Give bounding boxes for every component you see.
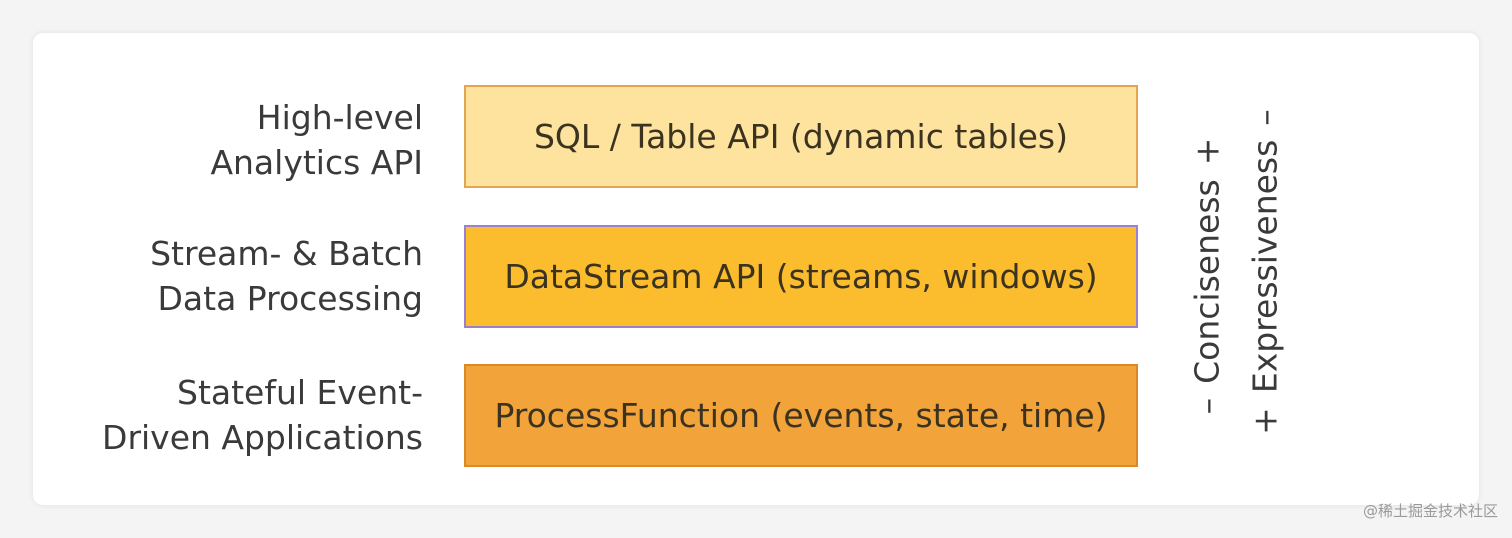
layer-label-stateful: Stateful Event- Driven Applications xyxy=(23,370,423,460)
layer-box-datastream-api: DataStream API (streams, windows) xyxy=(464,225,1138,328)
layer-label-line: High-level xyxy=(256,98,423,137)
layer-box-processfunction: ProcessFunction (events, state, time) xyxy=(464,364,1138,467)
expressiveness-label: Expressiveness xyxy=(1245,139,1285,394)
plus-sign: + xyxy=(1187,137,1227,166)
layer-box-text: SQL / Table API (dynamic tables) xyxy=(533,117,1068,156)
plus-sign: + xyxy=(1245,407,1285,435)
layer-label-high-level: High-level Analytics API xyxy=(23,95,423,185)
layer-label-stream-batch: Stream- & Batch Data Processing xyxy=(23,231,423,321)
layer-label-line: Stream- & Batch xyxy=(150,234,423,273)
layer-label-line: Stateful Event- xyxy=(177,373,423,412)
watermark: @稀土掘金技术社区 xyxy=(1362,502,1498,520)
minus-sign: – xyxy=(1245,109,1285,126)
layer-box-text: ProcessFunction (events, state, time) xyxy=(494,396,1108,435)
layer-label-line: Data Processing xyxy=(157,279,424,318)
layer-label-line: Driven Applications xyxy=(102,418,423,457)
layer-box-sql-table-api: SQL / Table API (dynamic tables) xyxy=(464,85,1138,188)
layer-box-text: DataStream API (streams, windows) xyxy=(504,257,1098,296)
minus-sign: – xyxy=(1187,397,1227,415)
layer-label-line: Analytics API xyxy=(210,143,423,182)
conciseness-label: Conciseness xyxy=(1187,179,1227,384)
